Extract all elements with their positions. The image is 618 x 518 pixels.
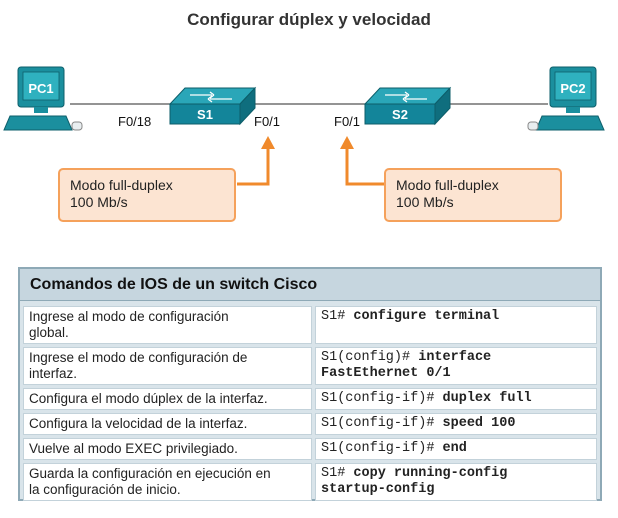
callout-s2: Modo full-duplex 100 Mb/s [384,168,562,222]
cli-prompt: S1(config-if)# [321,391,435,406]
table-row: Configura el modo dúplex de la interfaz.… [23,388,597,410]
arrow-to-s2-port [340,136,385,186]
desc-line: Ingrese el modo de configuración de [29,350,248,365]
row-description: Configura la velocidad de la interfaz. [23,413,312,435]
desc-line: interfaz. [29,366,78,381]
s2-label: S2 [392,107,408,122]
desc-line: global. [29,325,69,340]
row-description: Vuelve al modo EXEC privilegiado. [23,438,312,460]
switch-s2-icon: S2 [363,86,452,126]
pc1-label: PC1 [28,81,53,96]
desc-line: Vuelve al modo EXEC privilegiado. [29,441,238,456]
cli-command: duplex full [442,391,532,406]
cli-command: copy running-config [353,466,508,481]
cli-command: interface [418,350,492,365]
table-row: Vuelve al modo EXEC privilegiado. S1(con… [23,438,597,460]
cli-command: configure terminal [353,309,500,324]
callout-s2-line1: Modo full-duplex [396,177,499,193]
panel-header: Comandos de IOS de un switch Cisco [20,269,600,301]
cli-prompt: S1(config-if)# [321,441,435,456]
desc-line: Configura la velocidad de la interfaz. [29,416,248,431]
table-row: Configura la velocidad de la interfaz. S… [23,413,597,435]
cli-prompt: S1(config)# [321,350,411,365]
cli-command: FastEthernet 0/1 [321,366,451,381]
row-command: S1# configure terminal [315,306,597,344]
cli-command: speed 100 [442,416,516,431]
ios-commands-panel: Comandos de IOS de un switch Cisco Ingre… [18,267,602,501]
row-command: S1(config-if)# end [315,438,597,460]
port-label-s1-f0-18: F0/18 [118,114,152,129]
cli-prompt: S1# [321,466,346,481]
port-label-s1-f0-1: F0/1 [254,114,281,129]
desc-line: Configura el modo dúplex de la interfaz. [29,391,268,406]
desc-line: Ingrese al modo de configuración [29,309,229,324]
switch-s1-icon: S1 [168,86,257,126]
row-command: S1(config-if)# speed 100 [315,413,597,435]
callout-s1-line1: Modo full-duplex [70,177,173,193]
arrow-to-s1-port [237,136,275,186]
cli-command: end [442,441,467,456]
desc-line: la configuración de inicio. [29,482,181,497]
s1-label: S1 [197,107,213,122]
cli-prompt: S1# [321,309,346,324]
callout-s1-line2: 100 Mb/s [70,194,128,210]
callout-s1: Modo full-duplex 100 Mb/s [58,168,236,222]
cli-command: startup-config [321,482,435,497]
cli-prompt: S1(config-if)# [321,416,435,431]
port-label-s2-f0-1: F0/1 [334,114,361,129]
desc-line: Guarda la configuración en ejecución en [29,466,271,481]
pc1-icon: PC1 [3,66,83,131]
callout-s2-line2: 100 Mb/s [396,194,454,210]
row-command: S1(config-if)# duplex full [315,388,597,410]
network-topology: PC1 PC2 S1 S2 [3,66,605,186]
pc2-icon: PC2 [527,66,605,131]
row-description: Configura el modo dúplex de la interfaz. [23,388,312,410]
pc2-label: PC2 [560,81,585,96]
diagram-title: Configurar dúplex y velocidad [187,10,431,29]
